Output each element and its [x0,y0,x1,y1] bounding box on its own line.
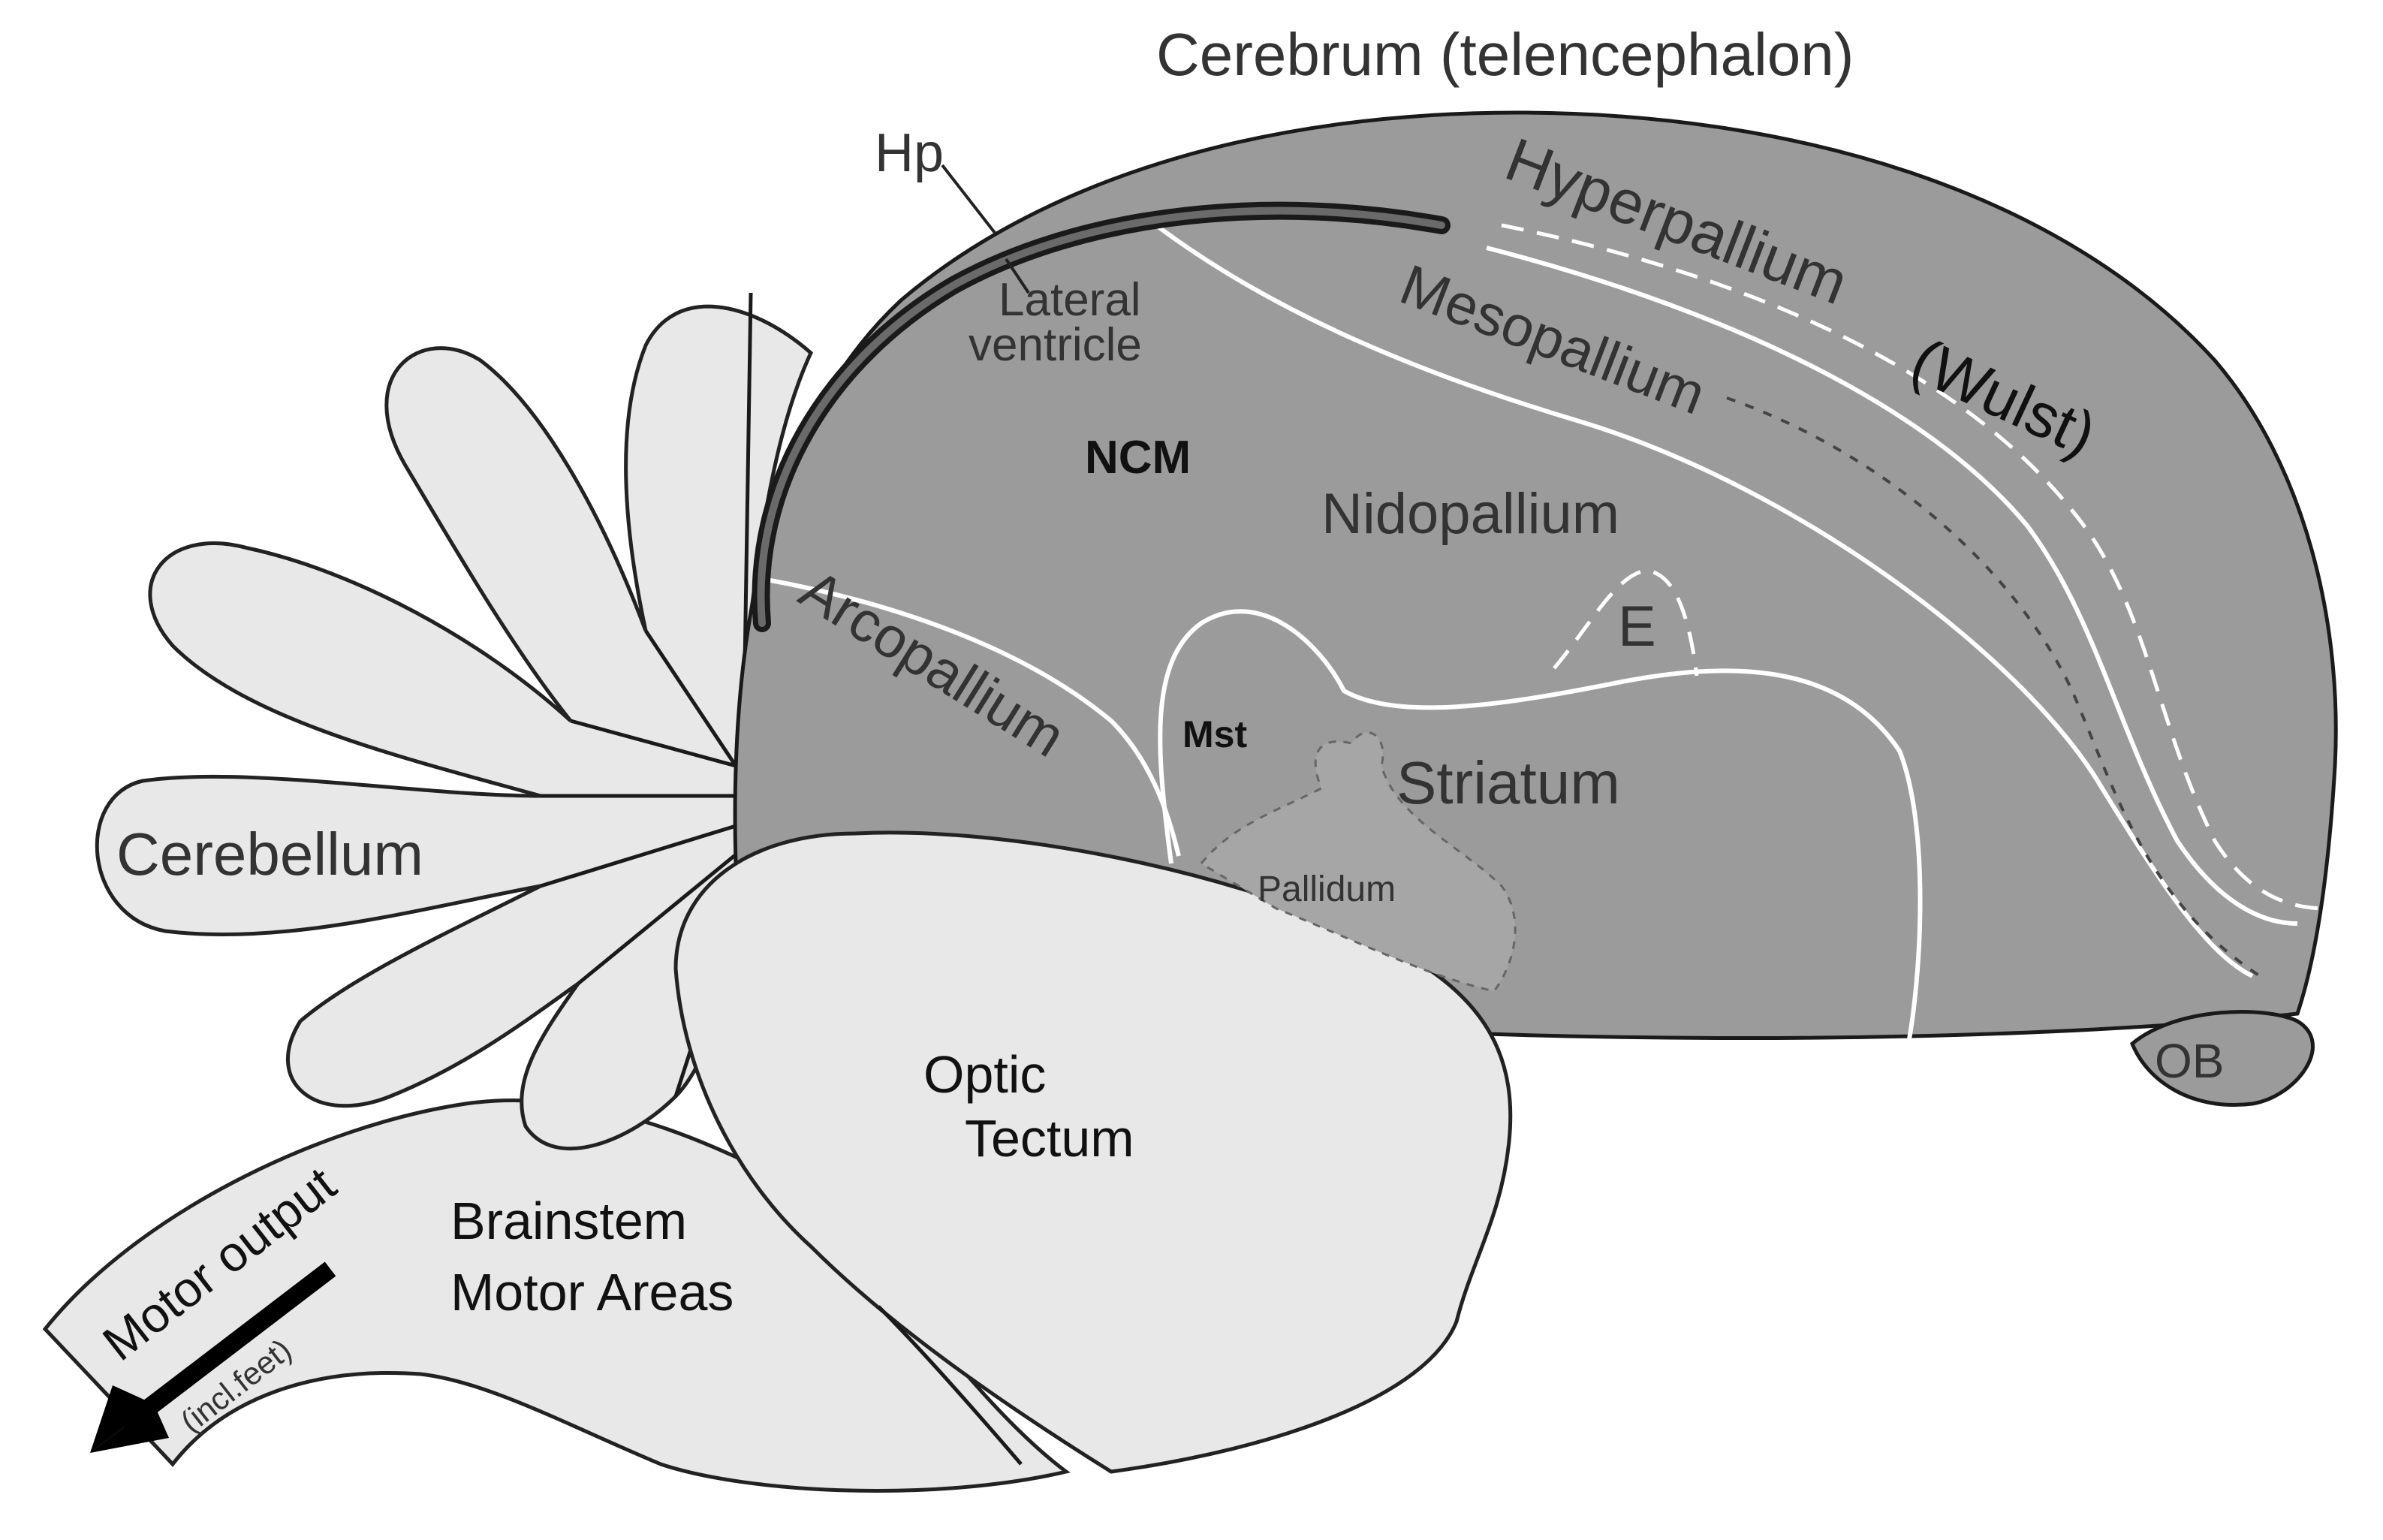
brainstem-region [42,1098,1071,1493]
ventricle-pointer [1005,258,1030,294]
striatum-label: Striatum [1396,749,1620,816]
nidopallium-label: Nidopallium [1321,482,1619,546]
cerebrum-label: Cerebrum (telencephalon) [1156,21,1854,88]
e-label: E [1618,595,1656,658]
pallidum-region [1199,731,1517,993]
cerebellum-region [95,292,814,1151]
e-boundary [1553,568,1699,677]
hp-label: Hp [875,123,944,183]
striatum-boundary [1158,609,1923,1052]
lateral-ventricle-label-line2: ventricle [969,319,1142,371]
pallidum-label: Pallidum [1258,869,1396,909]
brainstem-label-line1: Brainstem [450,1192,687,1250]
ob-label: OB [2155,1034,2224,1088]
hp-pointer [941,164,996,234]
cerebellum-label: Cerebellum [116,821,423,888]
brainstem-label-line2: Motor Areas [450,1263,734,1322]
mst-label: Mst [1182,713,1247,755]
ncm-label: NCM [1085,432,1191,484]
arrow-down-left-icon [90,1261,336,1453]
hyperpallium-boundary [1486,246,2298,926]
optic-tectum-label-line2: Tectum [965,1109,1134,1168]
olfactory-bulb-region [2130,1010,2315,1107]
lateral-ventricle-label-line1: Lateral [999,274,1141,326]
optic-tectum-label-line1: Optic [923,1045,1046,1104]
wulst-dashed-boundary [1501,223,2328,911]
vallecula-dashed-boundary [1726,396,2261,978]
